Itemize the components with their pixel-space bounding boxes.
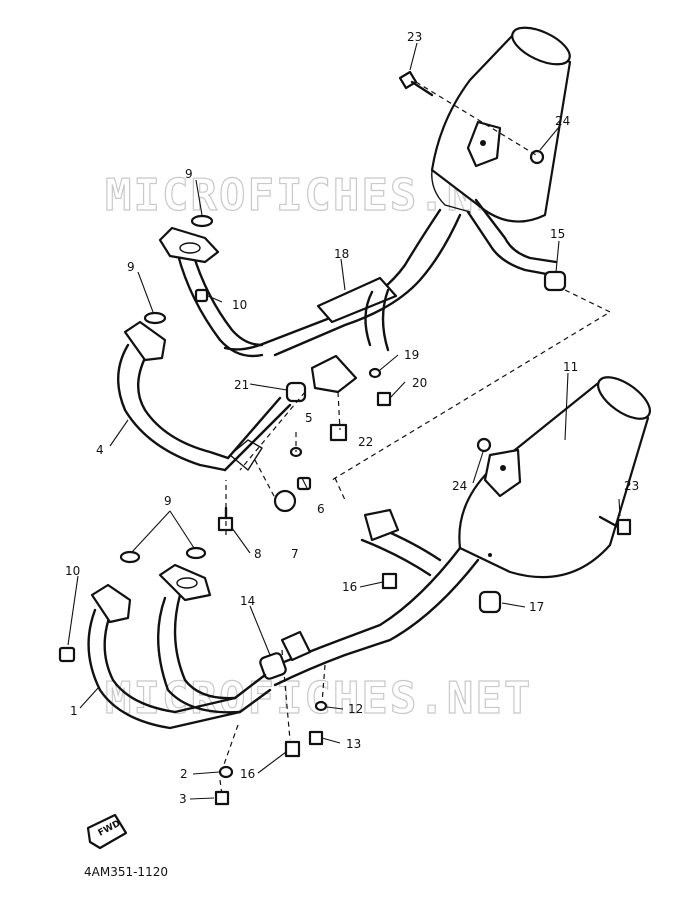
catalog-number: 4AM351-1120 <box>84 865 168 879</box>
callout-23: 23 <box>407 30 422 44</box>
callout-16: 16 <box>342 580 357 594</box>
callout-15: 15 <box>550 227 565 241</box>
callout-18: 18 <box>334 247 349 261</box>
upper-muffler <box>430 26 572 223</box>
callout-19: 19 <box>404 348 419 362</box>
lower-collector-pipe-14 <box>259 508 480 687</box>
lower-header-pipe-1 <box>87 563 272 730</box>
callout-20: 20 <box>412 376 427 390</box>
fwd-direction-arrow: FWD <box>86 813 128 850</box>
callout-9: 9 <box>164 494 172 508</box>
callout-21: 21 <box>234 378 249 392</box>
upper-hardware <box>143 70 567 532</box>
callout-11: 11 <box>563 360 578 374</box>
upper-front-pipe-4 <box>116 320 292 472</box>
upper-header-pipe-9-10 <box>158 226 264 358</box>
callout-12: 12 <box>348 702 363 716</box>
callout-5: 5 <box>305 411 313 425</box>
callout-4: 4 <box>96 443 104 457</box>
callout-13: 13 <box>346 737 361 751</box>
callout-leaders <box>67 42 621 800</box>
callout-23: 23 <box>624 479 639 493</box>
lower-hardware <box>58 437 632 806</box>
watermark-bottom: MICROFICHES.NET <box>105 673 532 724</box>
callout-24: 24 <box>452 479 467 493</box>
callout-14: 14 <box>240 594 255 608</box>
lower-muffler <box>458 376 651 579</box>
callout-17: 17 <box>529 600 544 614</box>
upper-collector-pipe <box>223 198 558 357</box>
callout-16: 16 <box>240 767 255 781</box>
callout-6: 6 <box>317 502 325 516</box>
callout-10: 10 <box>65 564 80 578</box>
callout-2: 2 <box>180 767 188 781</box>
callout-7: 7 <box>291 547 299 561</box>
callout-9: 9 <box>185 167 193 181</box>
callout-24: 24 <box>555 114 570 128</box>
callout-numbers: 23 24 9 10 9 18 15 19 20 21 4 5 22 11 6 … <box>65 30 639 806</box>
callout-1: 1 <box>70 704 78 718</box>
callout-8: 8 <box>254 547 262 561</box>
callout-3: 3 <box>179 792 187 806</box>
callout-10: 10 <box>232 298 247 312</box>
callout-9: 9 <box>127 260 135 274</box>
callout-22: 22 <box>358 435 373 449</box>
